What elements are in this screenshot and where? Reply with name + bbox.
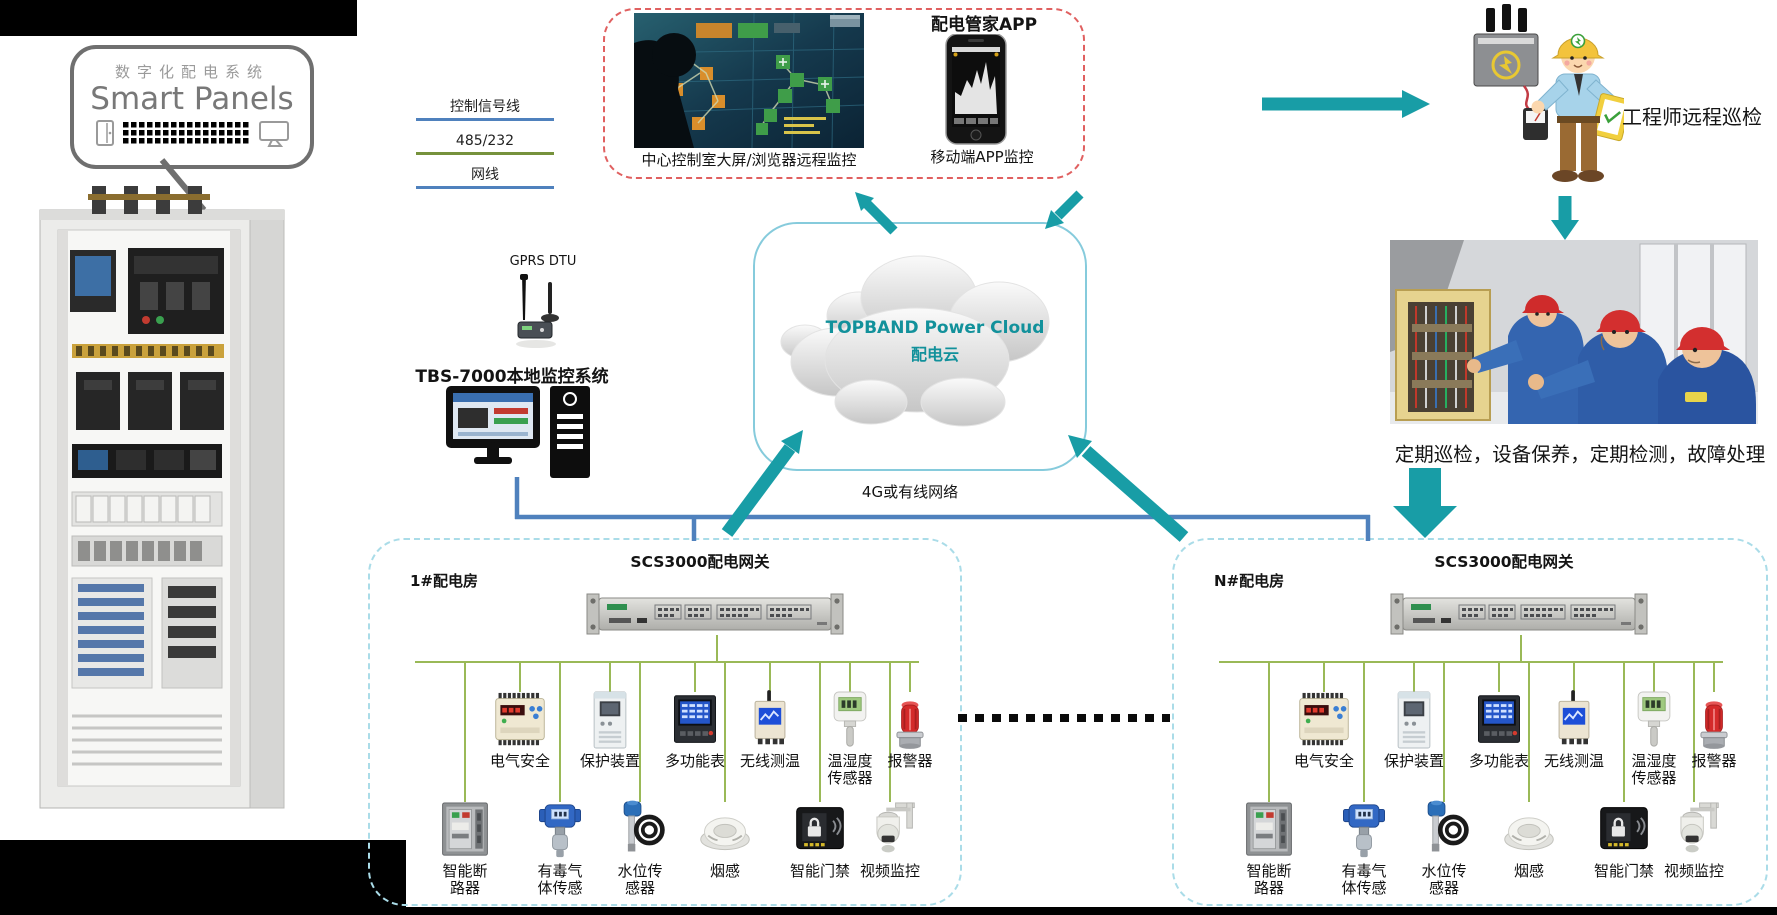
distribution-cabinet-photo bbox=[39, 186, 285, 809]
line-legend: 控制信号线 485/232 网线 bbox=[416, 96, 554, 198]
maintenance-workers-photo bbox=[1390, 240, 1758, 424]
legend-label-control-signal: 控制信号线 bbox=[450, 99, 520, 115]
device-smoke: 烟感 bbox=[1481, 798, 1577, 880]
alarm-beacon-icon bbox=[882, 688, 938, 752]
device-access-control: 智能门禁 bbox=[772, 798, 868, 880]
engineer-caption: 工程师远程巡检 bbox=[1622, 105, 1762, 129]
device-water-level: 水位传 感器 bbox=[1396, 798, 1492, 897]
room-1-gateway-label: SCS3000配电网关 bbox=[630, 553, 770, 571]
bottom-left-black-panel bbox=[0, 840, 406, 915]
room-1-name: 1#配电房 bbox=[410, 572, 479, 590]
smartphone-photo bbox=[945, 34, 1007, 145]
engineer-cartoon bbox=[1473, 4, 1624, 182]
wireless-temp-icon bbox=[742, 688, 798, 752]
scs3000-gateway-device bbox=[585, 592, 845, 636]
protection-device-icon bbox=[1386, 688, 1442, 752]
device-access-control: 智能门禁 bbox=[1576, 798, 1672, 880]
toxic-gas-sensor-icon bbox=[532, 798, 588, 862]
room-n-gateway-label: SCS3000配电网关 bbox=[1434, 553, 1574, 571]
device-protection: 保护装置 bbox=[1366, 688, 1462, 770]
smoke-detector-icon bbox=[697, 798, 753, 862]
smart-breaker-icon bbox=[437, 798, 493, 862]
legend-line-blue bbox=[416, 118, 554, 121]
device-video-camera: 视频监控 bbox=[842, 798, 938, 880]
room-continuation-dots bbox=[958, 714, 1170, 722]
device-temp-humidity: 温湿度 传感器 bbox=[802, 688, 898, 787]
room-n-name: N#配电房 bbox=[1214, 572, 1285, 590]
cloud-title: TOPBAND Power Cloud bbox=[825, 318, 1045, 338]
brand-title-en: Smart Panels bbox=[90, 81, 294, 117]
power-cloud-box: TOPBAND Power Cloud 配电云 bbox=[753, 222, 1087, 471]
brand-title-cn: 数字化配电系统 bbox=[114, 63, 269, 81]
wireless-temp-icon bbox=[1546, 688, 1602, 752]
maintenance-caption: 定期巡检，设备保养，定期检测，故障处理 bbox=[1394, 443, 1766, 466]
legend-line-blue2 bbox=[416, 186, 554, 189]
room-n-box: N#配电房 SCS3000配电网关 电气安全 保护装置 多功能表 无线测温 温湿… bbox=[1172, 538, 1768, 906]
pixel-fade-pattern bbox=[123, 122, 251, 146]
device-multifunction-meter: 多功能表 bbox=[647, 688, 743, 770]
multifunction-meter-icon bbox=[667, 688, 723, 752]
cloud-subtitle: 配电云 bbox=[910, 345, 959, 364]
brand-logo-bubble: 数字化配电系统 Smart Panels bbox=[70, 45, 314, 169]
device-wireless-temp: 无线测温 bbox=[722, 688, 818, 770]
electrical-safety-icon bbox=[1296, 688, 1352, 752]
device-water-level: 水位传 感器 bbox=[592, 798, 688, 897]
scs3000-gateway-device bbox=[1389, 592, 1649, 636]
device-electrical-safety: 电气安全 bbox=[472, 688, 568, 770]
legend-label-485-232: 485/232 bbox=[455, 133, 515, 149]
access-control-icon bbox=[792, 798, 848, 862]
device-protection: 保护装置 bbox=[562, 688, 658, 770]
device-video-camera: 视频监控 bbox=[1646, 798, 1742, 880]
gprs-dtu-device bbox=[516, 274, 559, 348]
water-level-sensor-icon bbox=[1416, 798, 1472, 862]
tbs7000-label: TBS-7000本地监控系统 bbox=[415, 367, 609, 387]
device-wireless-temp: 无线测温 bbox=[1526, 688, 1622, 770]
alarm-beacon-icon bbox=[1686, 688, 1742, 752]
app-caption: 移动端APP监控 bbox=[930, 148, 1034, 166]
device-alarm: 报警器 bbox=[1666, 688, 1762, 770]
local-monitoring-pc bbox=[446, 386, 590, 478]
device-smart-breaker: 智能断 路器 bbox=[417, 798, 513, 897]
device-smoke: 烟感 bbox=[677, 798, 773, 880]
access-control-icon bbox=[1596, 798, 1652, 862]
smart-breaker-icon bbox=[1241, 798, 1297, 862]
app-title: 配电管家APP bbox=[930, 15, 1038, 35]
water-level-sensor-icon bbox=[612, 798, 668, 862]
video-camera-icon bbox=[862, 798, 918, 862]
gprs-dtu-label: GPRS DTU bbox=[509, 254, 577, 269]
cabinet-icon bbox=[96, 120, 114, 146]
network-type-label: 4G或有线网络 bbox=[861, 483, 959, 501]
legend-line-green bbox=[416, 152, 554, 155]
device-electrical-safety: 电气安全 bbox=[1276, 688, 1372, 770]
bottom-black-strip bbox=[406, 907, 1777, 915]
device-temp-humidity: 温湿度 传感器 bbox=[1606, 688, 1702, 787]
electrical-safety-icon bbox=[492, 688, 548, 752]
toxic-gas-sensor-icon bbox=[1336, 798, 1392, 862]
room-n-device-bus bbox=[1219, 635, 1723, 802]
video-camera-icon bbox=[1666, 798, 1722, 862]
device-gas-sensor: 有毒气 体传感 bbox=[512, 798, 608, 897]
room-1-device-bus bbox=[415, 635, 919, 802]
room-1-box: 1#配电房 SCS3000配电网关 电气安全 保护装置 多功能表 无线测温 温湿… bbox=[368, 538, 962, 906]
monitor-icon bbox=[259, 121, 289, 147]
protection-device-icon bbox=[582, 688, 638, 752]
control-room-screen-photo bbox=[634, 13, 864, 148]
device-gas-sensor: 有毒气 体传感 bbox=[1316, 798, 1412, 897]
screen-caption: 中心控制室大屏/浏览器远程监控 bbox=[641, 151, 857, 169]
device-alarm: 报警器 bbox=[862, 688, 958, 770]
cloud-shape bbox=[780, 255, 1050, 427]
legend-label-network: 网线 bbox=[471, 167, 499, 183]
smoke-detector-icon bbox=[1501, 798, 1557, 862]
device-multifunction-meter: 多功能表 bbox=[1451, 688, 1547, 770]
multifunction-meter-icon bbox=[1471, 688, 1527, 752]
top-left-black-bar bbox=[0, 0, 357, 36]
device-smart-breaker: 智能断 路器 bbox=[1221, 798, 1317, 897]
